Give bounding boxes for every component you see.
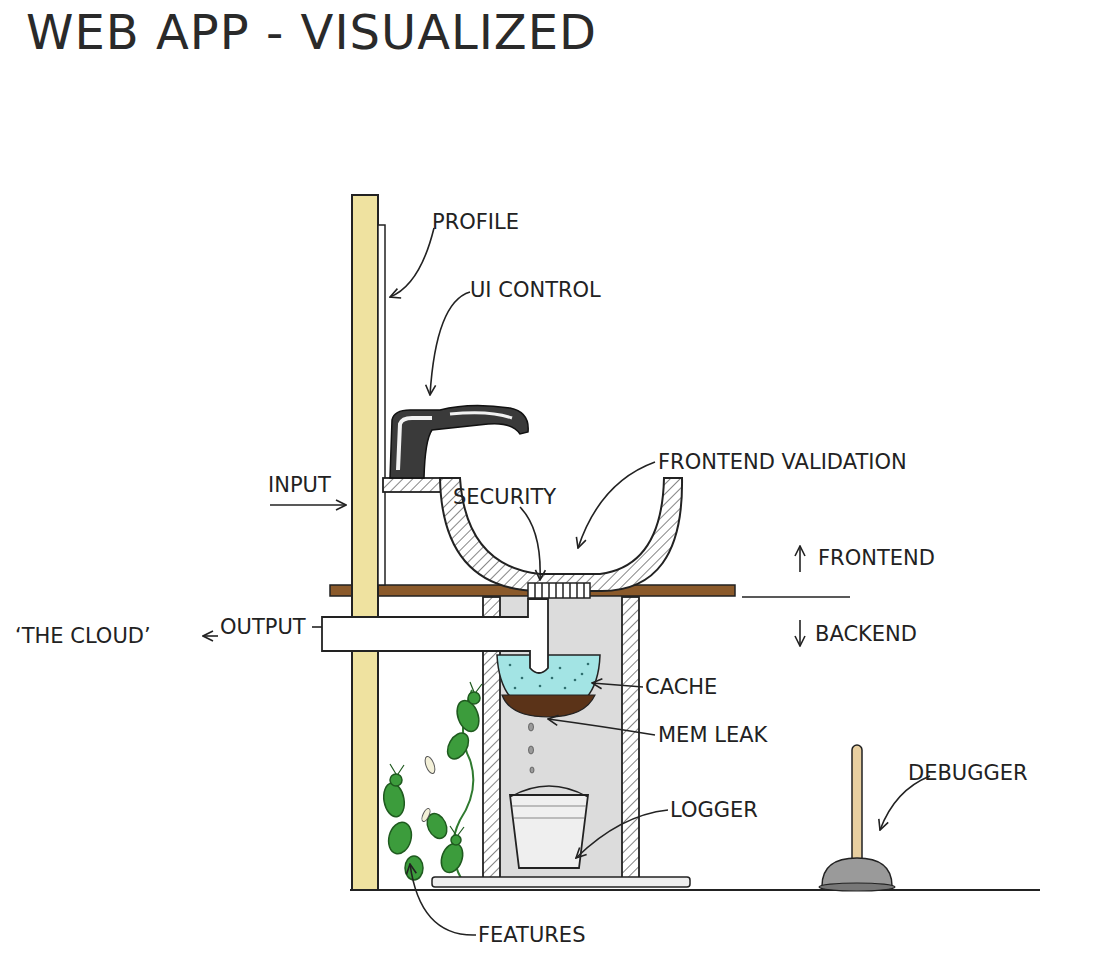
cabinet-wall [622,597,639,880]
insect [420,807,431,822]
part-label: FEATURES [478,922,585,948]
faucet-highlight [398,418,432,470]
part-label: DEBUGGER [908,760,1028,786]
leader-line [430,292,470,395]
bug [381,782,407,819]
drain-pipe [322,599,548,673]
leader-line [576,810,668,858]
plunger-base [819,883,895,891]
grid-bars [535,583,584,598]
faucet-highlight [450,413,512,418]
leader-line [592,683,643,687]
page-title: WEB APP - VISUALIZED [26,4,597,60]
bucket-rim [512,806,586,818]
bucket-handle [510,786,588,797]
bug [437,840,466,875]
part-label: SECURITY [453,484,556,510]
part-label: MEM LEAK [658,722,767,748]
drain-grid [528,583,590,598]
drip [530,767,534,773]
part-label: OUTPUT [220,614,306,640]
part-label: BACKEND [815,621,917,647]
profile-edge [378,225,385,585]
insect [423,755,437,775]
wall [352,195,378,890]
plunger-handle [852,745,862,863]
antenna [390,764,404,774]
insects [420,755,437,822]
direction-arrow [799,620,801,646]
faucet-plate [383,478,445,492]
bug [443,729,473,762]
leader-line [520,507,540,580]
bug [385,820,415,857]
part-label: PROFILE [432,209,519,235]
sludge [502,695,595,717]
part-label: ‘THE CLOUD’ [15,623,151,649]
leader-line [548,719,655,735]
part-label: CACHE [645,674,717,700]
bug-head [468,692,480,704]
bug-head [390,774,402,786]
leader-line [410,864,476,935]
leader-line [390,228,434,297]
direction-arrow [799,546,801,572]
speckles [509,663,590,690]
base-plate [432,877,690,887]
part-label: UI CONTROL [470,277,601,303]
floor [350,889,1040,891]
antenna [470,682,482,692]
leader-lines [203,228,930,935]
part-label: INPUT [268,472,331,498]
drip [529,723,534,731]
divider-line [742,596,850,598]
faucet [390,405,528,478]
bug-group [381,692,483,880]
leader-line [270,504,346,506]
part-label: LOGGER [670,797,758,823]
bug-head [451,835,461,845]
bug [405,856,423,880]
bug-antennae [390,682,482,835]
leader-line [203,635,218,637]
sink-basin [440,478,682,591]
plunger-cup [822,858,892,886]
drip [529,746,534,754]
part-label: FRONTEND [818,545,935,571]
antenna [450,826,464,835]
leader-line [312,626,322,628]
drips [529,723,535,773]
leader-line [578,462,655,548]
part-label: FRONTEND VALIDATION [658,449,907,475]
